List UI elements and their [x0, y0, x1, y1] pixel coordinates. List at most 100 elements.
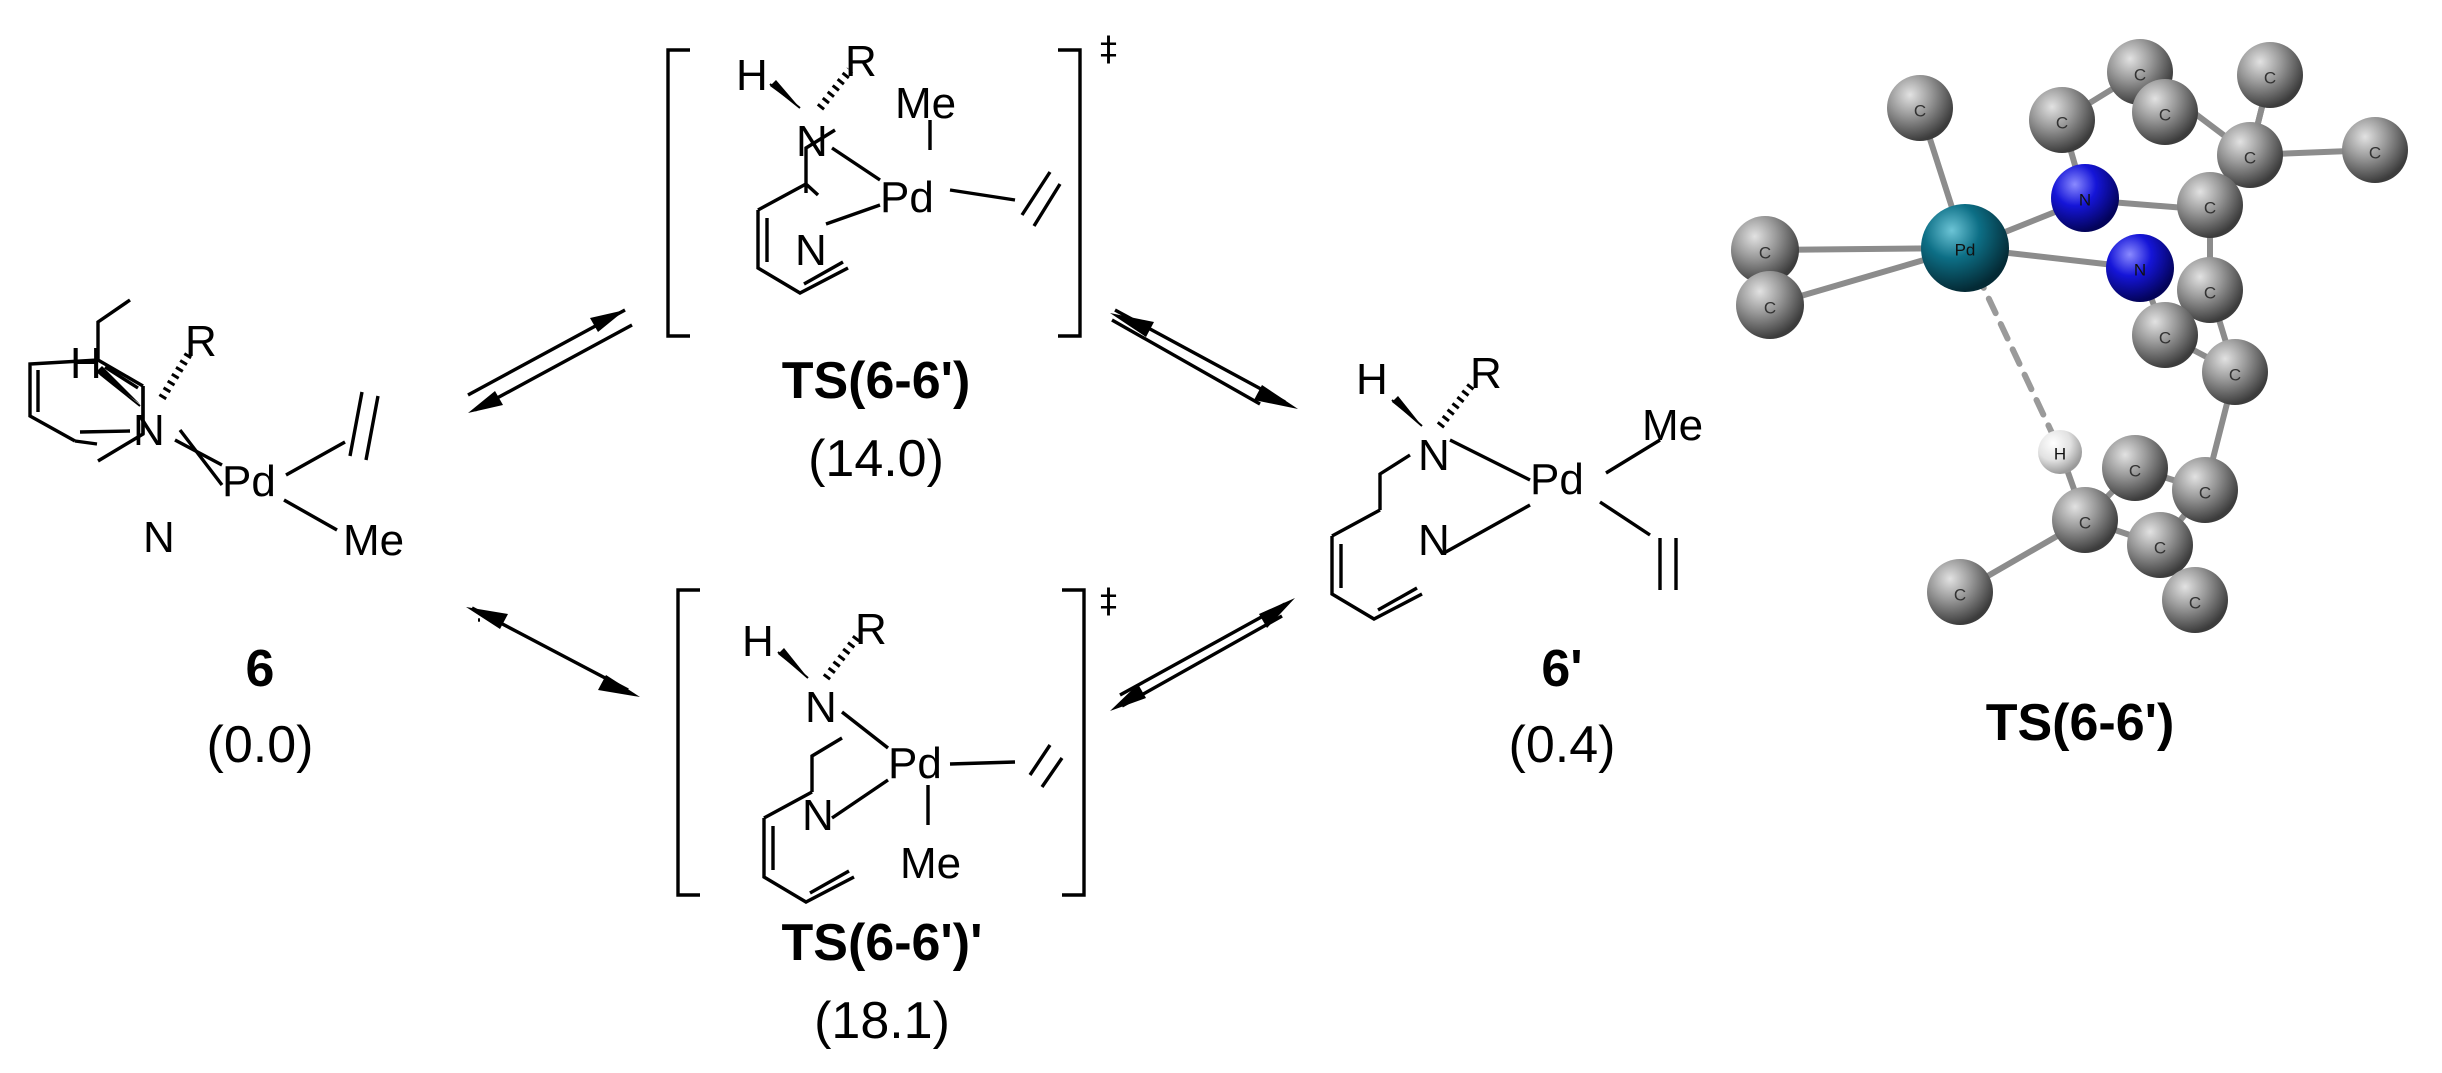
- atom-pd: Pd: [880, 173, 934, 222]
- ts-3d-model: C C C C C C C C C C C C C C C C C C C H …: [1731, 39, 2408, 752]
- ts2-double-dagger: ‡: [1100, 581, 1117, 621]
- atom-h: H: [742, 617, 774, 666]
- carbon-atom-ball: [2132, 302, 2198, 368]
- carbon-letter: C: [2056, 113, 2068, 132]
- equilibrium-arrow-6-ts1: [467, 308, 633, 413]
- ts2-energy: (18.1): [814, 992, 950, 1050]
- model-atom-letters: C C C C C C C C C C C C C C C C C C C H …: [1759, 65, 2381, 612]
- atom-n-pyridine: N: [802, 791, 834, 840]
- carbon-atom-ball: [2217, 122, 2283, 188]
- n-pd-bond: [178, 428, 224, 487]
- atom-me: Me: [1642, 401, 1703, 450]
- carbon-letter: C: [1914, 101, 1926, 120]
- carbon-letter: C: [1954, 585, 1966, 604]
- structure-6: H R N Pd N Me 6 (0.0): [28, 298, 404, 774]
- ch2-bond: [96, 298, 131, 360]
- carbon-atom-ball: [1887, 75, 1953, 141]
- ts1-label: TS(6-6'): [782, 352, 971, 410]
- carbon-atom-ball: [2127, 512, 2193, 578]
- r-hash-bond: [158, 349, 194, 401]
- equilibrium-arrow-ts2-6p: [1110, 598, 1295, 711]
- carbon-letter: C: [2129, 461, 2141, 480]
- pd-alkene-bond: [285, 440, 346, 477]
- hydrogen-letter: H: [2054, 444, 2066, 463]
- pyridine-ring: [756, 182, 849, 295]
- carbon-atom-ball: [2177, 172, 2243, 238]
- carbon-letter: C: [2204, 198, 2216, 217]
- ts1-double-dagger: ‡: [1100, 29, 1117, 69]
- nitrogen-atom-ball: [2051, 164, 2119, 232]
- bracket-right: [1058, 48, 1082, 338]
- equilibrium-arrow-ts1-6p: [1110, 308, 1298, 409]
- carbon-atom-ball: [1927, 559, 1993, 625]
- nitrogen-letter: N: [2079, 190, 2091, 209]
- h-wedge: [96, 366, 140, 404]
- carbon-atom-ball: [1736, 271, 1804, 339]
- pyridine-ring: [1330, 508, 1423, 621]
- bracket-left: [676, 588, 700, 897]
- pyridine-ring: [762, 790, 855, 904]
- carbon-letter: C: [2079, 513, 2091, 532]
- carbon-letter: C: [2154, 538, 2166, 557]
- carbon-letter: C: [1764, 298, 1776, 317]
- carbon-atom-ball: [2029, 87, 2095, 153]
- equilibrium-arrow-6-ts2: [466, 606, 640, 697]
- atom-pd: Pd: [888, 739, 942, 788]
- atom-r: R: [855, 605, 887, 654]
- carbon-atom-ball: [2102, 435, 2168, 501]
- carbon-letter: C: [2369, 143, 2381, 162]
- carbon-letter: C: [2244, 148, 2256, 167]
- atom-n-pyridine: N: [1418, 516, 1450, 565]
- atom-n-amine: N: [796, 117, 828, 166]
- palladium-letter: Pd: [1955, 240, 1976, 259]
- ts1-energy: (14.0): [808, 430, 944, 488]
- atom-me: Me: [895, 79, 956, 128]
- carbon-atom-ball: [1731, 216, 1799, 284]
- atom-pd: Pd: [222, 457, 276, 506]
- carbon-letter: C: [2264, 68, 2276, 87]
- carbon-letter: C: [2204, 283, 2216, 302]
- bracket-right: [1062, 588, 1086, 897]
- carbon-atom-ball: [2202, 339, 2268, 405]
- carbon-atom-ball: [2177, 257, 2243, 323]
- structure-6-prime-energy: (0.4): [1509, 716, 1616, 774]
- bracket-left: [666, 48, 690, 338]
- carbon-atom-ball: [2237, 42, 2303, 108]
- structure-6-label: 6: [246, 640, 275, 698]
- atom-h: H: [1356, 355, 1388, 404]
- carbon-letter: C: [2159, 105, 2171, 124]
- ts2-label: TS(6-6')': [782, 914, 983, 972]
- atom-n-amine: N: [1418, 431, 1450, 480]
- carbon-letter: C: [1759, 243, 1771, 262]
- structure-ts2: ‡ H R N Pd N Me TS(6-6')' (18.1): [676, 581, 1117, 1050]
- carbon-atom-ball: [2052, 487, 2118, 553]
- atom-n-amine: N: [133, 406, 165, 455]
- structure-6-prime: H R N Pd N Me 6' (0.4): [1330, 349, 1703, 774]
- atom-me: Me: [343, 516, 404, 565]
- nitrogen-letter: N: [2134, 260, 2146, 279]
- alkene-double-bond: [348, 391, 380, 461]
- carbon-atom-ball: [2132, 79, 2198, 145]
- atom-h: H: [736, 51, 768, 100]
- carbon-letter: C: [2229, 365, 2241, 384]
- carbon-atom-ball: [2162, 567, 2228, 633]
- atom-pd: Pd: [1530, 455, 1584, 504]
- atom-r: R: [845, 37, 877, 86]
- amine-pd-bond: [174, 438, 223, 467]
- nitrogen-atom-ball: [2106, 234, 2174, 302]
- atom-r: R: [185, 317, 217, 366]
- atom-n-amine: N: [805, 683, 837, 732]
- atom-me: Me: [900, 839, 961, 888]
- structure-6-prime-label: 6': [1541, 640, 1582, 698]
- pyridine-ring: [28, 358, 145, 463]
- atom-n-pyridine: N: [143, 513, 175, 562]
- pd-me-bond: [283, 498, 338, 532]
- carbon-atom-ball: [2172, 457, 2238, 523]
- carbon-letter: C: [2189, 593, 2201, 612]
- carbon-letter: C: [2134, 65, 2146, 84]
- carbon-letter: C: [2159, 328, 2171, 347]
- atom-n-pyridine: N: [795, 226, 827, 275]
- palladium-atom-ball: [1921, 204, 2009, 292]
- structure-ts1: ‡ H R N Pd N Me TS(6-6') (14.0): [666, 29, 1117, 488]
